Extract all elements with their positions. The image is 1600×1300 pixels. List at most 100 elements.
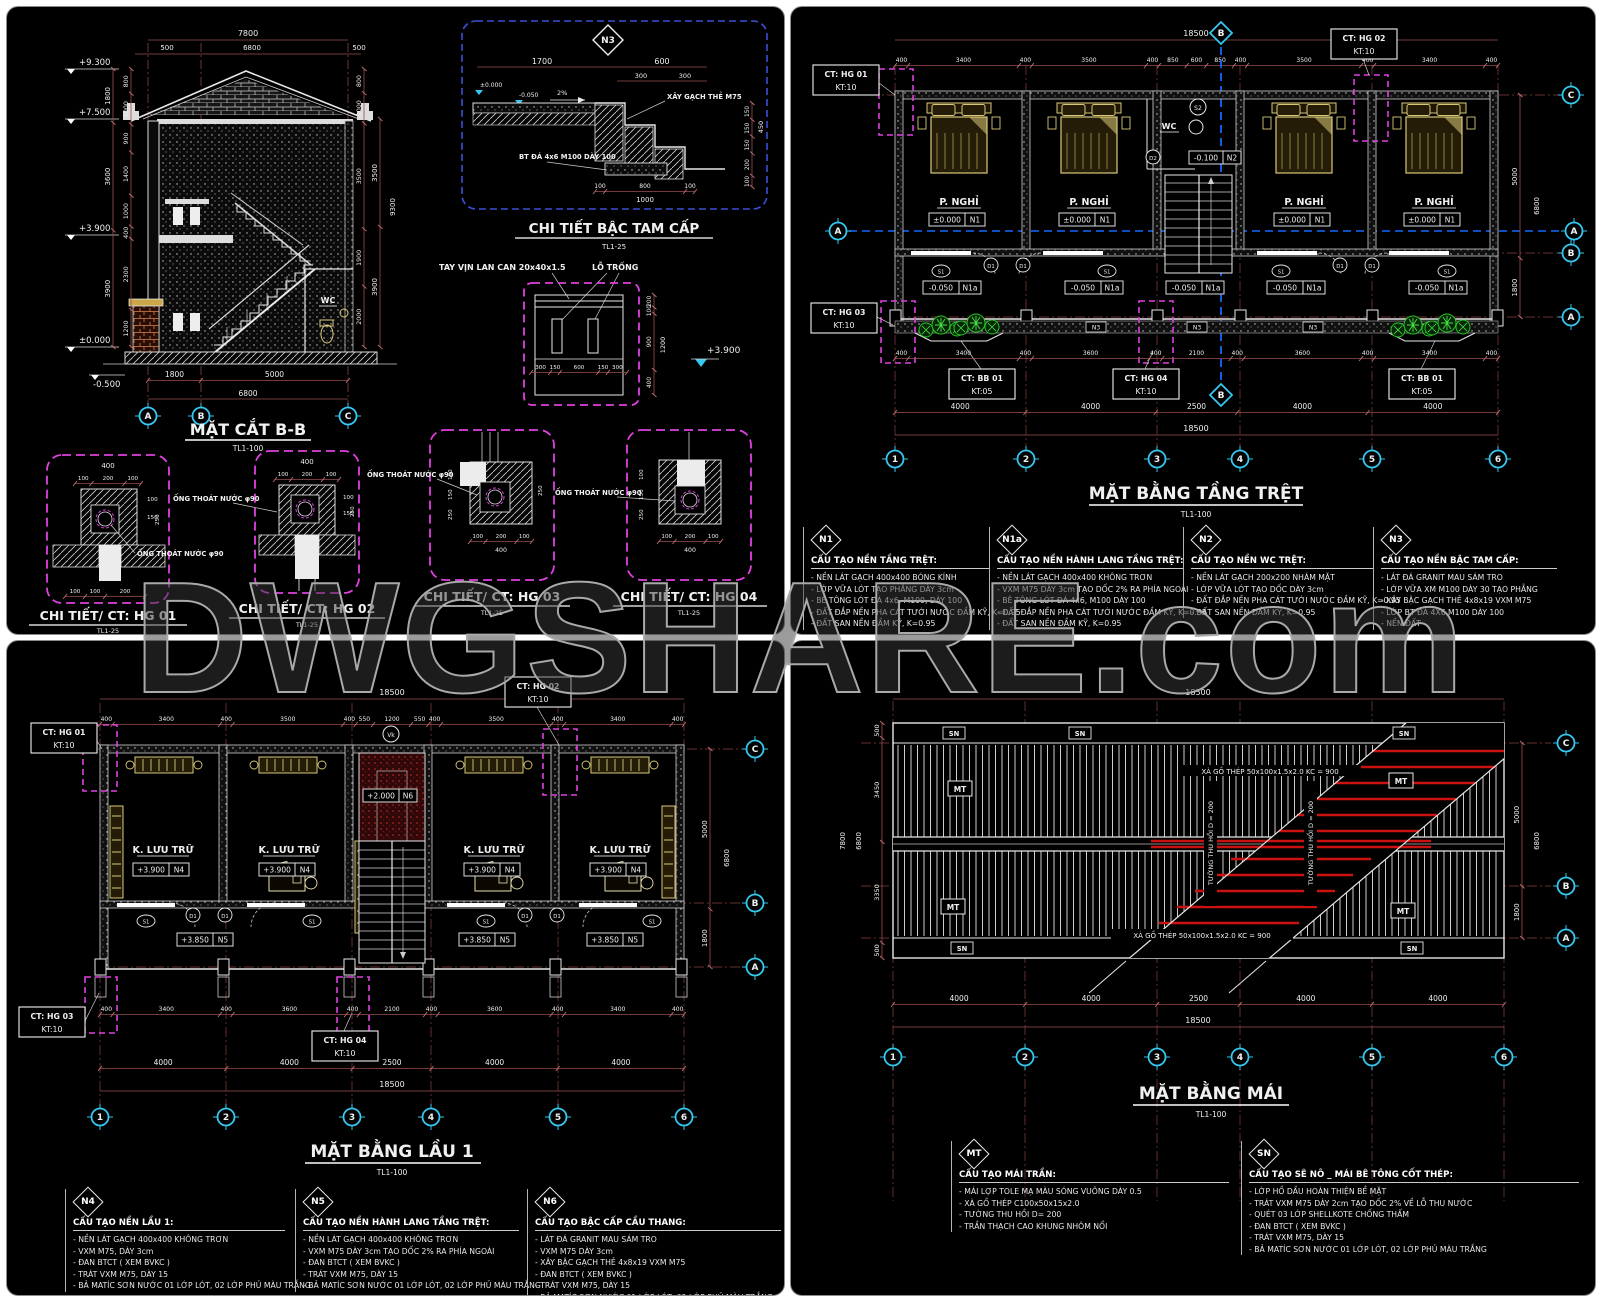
dim-label: 400 — [552, 1006, 564, 1013]
svg-text:TL1-25: TL1-25 — [295, 621, 318, 629]
dim-label: 4000 — [280, 1058, 299, 1067]
dim-label: CT: HG 01 — [43, 728, 86, 737]
bed-icon — [1047, 102, 1131, 174]
dim-label: -0.050 — [1273, 284, 1297, 293]
axis-a-left: A — [825, 218, 851, 244]
svg-text:400: 400 — [495, 547, 507, 554]
dim-label: 200 — [685, 534, 696, 540]
dim-label: 400 — [1020, 57, 1032, 64]
dim-label: ±0.000 — [1063, 216, 1091, 225]
svg-text:150: 150 — [147, 515, 158, 521]
dim-label: 100 — [519, 534, 530, 540]
dim-label: N1a — [963, 284, 978, 293]
svg-text:TL1-25: TL1-25 — [601, 243, 626, 251]
dim-label: N6 — [403, 792, 414, 801]
dim-label: KT:10 — [834, 321, 855, 330]
dim-label: 550 — [359, 716, 371, 723]
svg-text:WC: WC — [1162, 122, 1177, 131]
dim-label: 3500 — [371, 164, 379, 182]
svg-text:S1: S1 — [1278, 270, 1285, 276]
dim-label: 4000 — [950, 994, 969, 1003]
shelf-icon — [109, 805, 124, 899]
dim-label: CT: HG 03 — [31, 1012, 74, 1021]
svg-text:-0.500: -0.500 — [93, 380, 120, 390]
dim-label: 150 — [745, 122, 751, 133]
note-line: - NỀN LÁT GẠCH 200x200 NHÁM MẶT — [1191, 573, 1335, 582]
dim-label: N1a — [1449, 284, 1464, 293]
dim-label: 500 — [873, 944, 881, 956]
grid-bubble-label: 3 — [1154, 1053, 1160, 1063]
svg-text:SN: SN — [1407, 945, 1418, 953]
dim-label: N4 — [505, 866, 516, 875]
dim-6800-left: 6800 — [855, 832, 863, 850]
dim-label: KT:05 — [1412, 387, 1433, 396]
dim-label: +2.000 — [367, 792, 395, 801]
svg-text:300: 300 — [635, 72, 647, 80]
shelf-icon — [249, 756, 327, 774]
section-mark-b-bottom: B — [1208, 382, 1234, 408]
grid-bubble-label: 1 — [890, 1053, 896, 1063]
note-n1: N1 CẤU TẠO NỀN TẦNG TRỆT: - NỀN LÁT GẠCH… — [803, 524, 1021, 630]
floor1-scale: TL1-100 — [376, 1168, 408, 1177]
svg-text:K. LƯU TRỮ: K. LƯU TRỮ — [132, 844, 193, 856]
dim-label: 400 — [221, 716, 233, 723]
dim-label: 900 — [123, 132, 130, 144]
roof-title: MẶT BẰNG MÁI — [1139, 1080, 1283, 1104]
svg-text:450: 450 — [757, 121, 765, 133]
svg-text:250: 250 — [538, 485, 544, 496]
row-bubble-b: B — [1558, 240, 1584, 266]
dim-label: +3.900 — [137, 866, 165, 875]
note-title: CẤU TẠO NỀN TẦNG TRỆT: — [811, 553, 989, 569]
dim-label: KT:10 — [54, 741, 75, 750]
grid-bubble-label: 2 — [1023, 455, 1029, 465]
grid-bubble-label: A — [145, 412, 152, 422]
dim-label: 3400 — [956, 350, 971, 357]
dim-label: CT: HG 02 — [1343, 34, 1386, 43]
svg-text:SN: SN — [1075, 730, 1086, 738]
dim-label: 150 — [550, 365, 561, 371]
ct-hg01-box: CT: HG 01 KT:10 — [30, 722, 98, 754]
dim-label: KT:10 — [836, 83, 857, 92]
note-line: - NỀN LÁT GẠCH 400x400 KHÔNG TRƠN — [303, 1235, 459, 1244]
dim-6800: 6800 — [723, 849, 731, 867]
svg-text:250: 250 — [639, 509, 645, 520]
grid-bubble-label: 4 — [1237, 1053, 1243, 1063]
floor1-title: MẶT BẰNG LẦU 1 — [310, 1138, 473, 1162]
dim-label: 2500 — [1189, 994, 1208, 1003]
dim-label: +3.850 — [463, 936, 491, 945]
dim-label: N1a — [1206, 284, 1221, 293]
note-line: - BẢ MATÍC SƠN NƯỚC 01 LỚP LÓT, 02 LỚP P… — [1249, 1244, 1487, 1254]
dim-label: CT: HG 02 — [517, 682, 560, 691]
dim-label: 400 — [101, 716, 113, 723]
row-bubble-a: A — [1553, 925, 1579, 951]
roof-mt-boxes: MT MT MT MT — [940, 772, 1416, 919]
dim-label: 5000 — [701, 820, 709, 838]
ground-wc: WC S2 D2 — [1145, 98, 1207, 170]
svg-text:D1: D1 — [221, 914, 229, 920]
note-line: - ĐẤT SAN NỀN ĐẦM KỸ, K=0.95 — [997, 619, 1122, 629]
note-items: - NỀN LÁT GẠCH 400x400 KHÔNG TRƠN- VXM M… — [997, 572, 1207, 630]
pipe-label-2: ỐNG THOÁT NƯỚC φ90 — [137, 548, 224, 558]
dim-label: 400 — [1362, 350, 1374, 357]
floor1-doors: D1 D1 D1 D1 S1 S1 S1 S1 — [117, 902, 662, 928]
grid-bubble-label: 4 — [1237, 455, 1243, 465]
row-bubble-a: A — [742, 954, 768, 980]
grid-bubble-label: 2 — [1022, 1053, 1028, 1063]
grid-bubble-label: B — [752, 899, 759, 909]
dim-label: 100 — [472, 534, 483, 540]
note-line: - VXM M75 DÀY 3cm TẠO DỐC 2% RA PHÍA NGO… — [997, 584, 1189, 594]
grid-bubble-label: B — [1568, 249, 1575, 259]
note-items: - NỀN LÁT GẠCH 400x400 BÓNG KÍNH- LỚP VỮ… — [811, 572, 1021, 630]
dim-6800: 6800 — [1533, 197, 1541, 215]
dim-label: +3.900 — [594, 866, 622, 875]
note-line: - VXM M75 DÀY 3cm TẠO DỐC 2% RA PHÍA NGO… — [303, 1246, 495, 1256]
note-line: - ĐAN BTCT ( XEM BVKC ) — [1249, 1221, 1346, 1231]
dim-label: CT: HG 04 — [1125, 374, 1169, 383]
